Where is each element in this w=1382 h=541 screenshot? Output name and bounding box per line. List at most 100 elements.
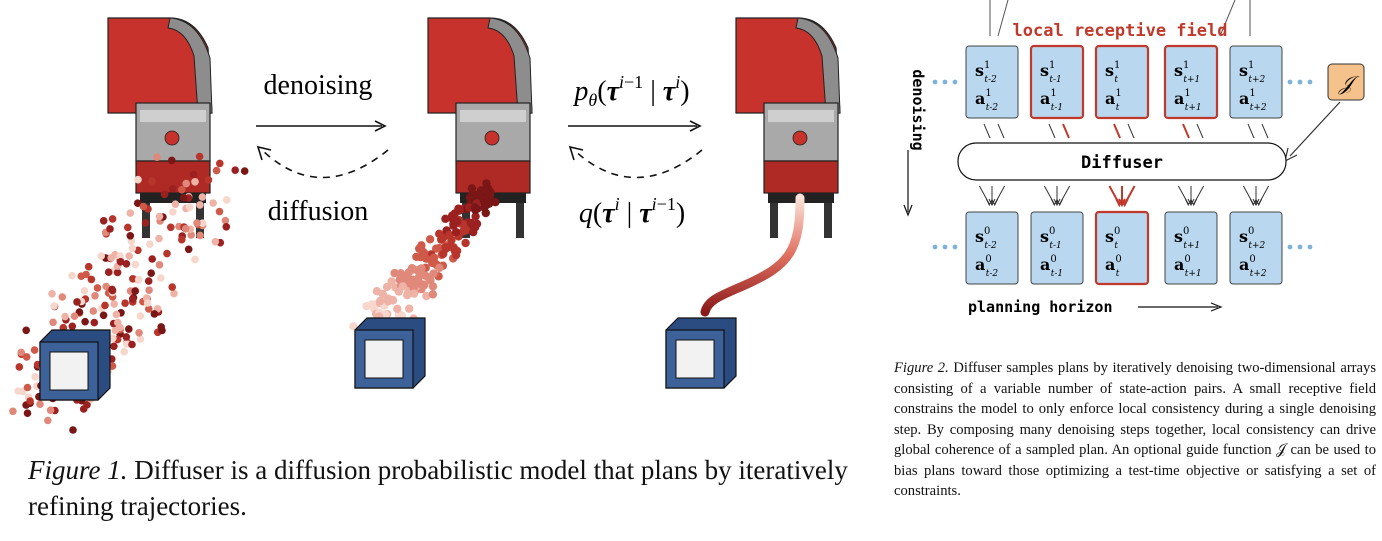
particle <box>126 209 135 217</box>
particle <box>22 326 31 335</box>
figure-1-caption-text: Diffuser is a diffusion probabilistic mo… <box>28 455 848 521</box>
particle <box>215 207 224 216</box>
particle <box>222 223 231 231</box>
connector-arrowhead <box>1120 198 1129 208</box>
particle <box>390 268 399 278</box>
particle <box>376 296 385 306</box>
denoise-arrow-1 <box>256 120 387 132</box>
receptive-field-label: local receptive field <box>1013 21 1228 41</box>
particle <box>168 283 176 291</box>
particle <box>221 216 230 225</box>
particle <box>99 311 108 320</box>
particle <box>99 217 108 225</box>
connector-line <box>1182 123 1190 139</box>
particle <box>445 230 454 240</box>
figure-1-caption: Figure 1. Diffuser is a diffusion probab… <box>28 452 868 524</box>
connectors-from-diffuser <box>978 185 1270 208</box>
forward-process-equation: q(τi | τi−1) <box>579 194 685 229</box>
particle <box>14 387 22 395</box>
particle <box>84 262 93 271</box>
particle <box>87 275 96 284</box>
particle <box>240 167 249 175</box>
diffuser-label: Diffuser <box>1081 153 1163 173</box>
particle <box>191 178 199 186</box>
figure-1-illustration: denoising diffusion pθ(τi−1 | τi) q(τi |… <box>9 17 841 434</box>
particle <box>185 203 194 211</box>
connector-arrowhead <box>1050 198 1058 207</box>
connector-line <box>1113 123 1121 139</box>
particle <box>136 312 145 320</box>
particle <box>141 219 150 227</box>
particle <box>438 233 448 243</box>
particle <box>26 397 34 405</box>
particle <box>422 254 431 263</box>
particle <box>383 297 393 306</box>
particle <box>46 406 55 415</box>
particle <box>155 261 164 269</box>
particle <box>31 373 39 381</box>
particle <box>191 255 199 264</box>
particle <box>122 260 131 268</box>
particle <box>417 264 426 273</box>
particle <box>179 194 188 202</box>
connector-arrowhead <box>985 198 993 207</box>
particle <box>181 225 190 233</box>
particle <box>107 254 115 262</box>
particle <box>362 302 371 311</box>
particle <box>453 217 462 226</box>
partially-denoised-particles <box>349 179 500 342</box>
particle <box>195 152 204 161</box>
particle <box>91 292 99 300</box>
particle <box>126 232 135 240</box>
particle <box>412 252 421 261</box>
connector-arrowhead <box>1118 198 1126 208</box>
particle <box>212 166 221 175</box>
connector-line <box>983 123 991 139</box>
particle <box>70 312 79 321</box>
particle <box>451 228 461 237</box>
particle <box>17 348 26 357</box>
connector-line <box>997 123 1005 139</box>
particle <box>414 278 424 287</box>
particle <box>417 241 426 250</box>
particle <box>481 208 490 218</box>
robot-arm-clean <box>735 17 841 238</box>
particle <box>466 218 475 227</box>
particle <box>471 212 480 221</box>
connector-arrowhead <box>1255 198 1263 207</box>
particle <box>73 298 81 306</box>
figure-2-caption: Figure 2. Diffuser samples plans by iter… <box>894 358 1376 502</box>
particle <box>393 304 402 313</box>
particle <box>211 237 220 246</box>
particle <box>121 299 129 308</box>
particle <box>193 219 201 227</box>
planning-horizon-arrow <box>1138 302 1223 312</box>
particle <box>470 203 480 212</box>
particle <box>155 234 163 243</box>
particle <box>441 214 450 223</box>
particle <box>108 215 117 223</box>
particle <box>153 153 161 161</box>
particle <box>145 305 153 313</box>
particle <box>89 307 98 315</box>
connector-line <box>1247 123 1255 139</box>
particle <box>378 289 387 299</box>
particle <box>429 253 439 262</box>
particle <box>155 212 164 221</box>
particle <box>131 260 140 269</box>
particle <box>398 282 407 291</box>
particle <box>455 204 464 214</box>
particle <box>483 199 493 209</box>
particle <box>231 166 239 174</box>
particle <box>108 286 117 295</box>
particle <box>61 312 69 321</box>
connector-line <box>1261 123 1269 139</box>
particle <box>81 317 89 326</box>
incoming-arrows <box>989 0 1251 37</box>
particle <box>69 426 77 434</box>
